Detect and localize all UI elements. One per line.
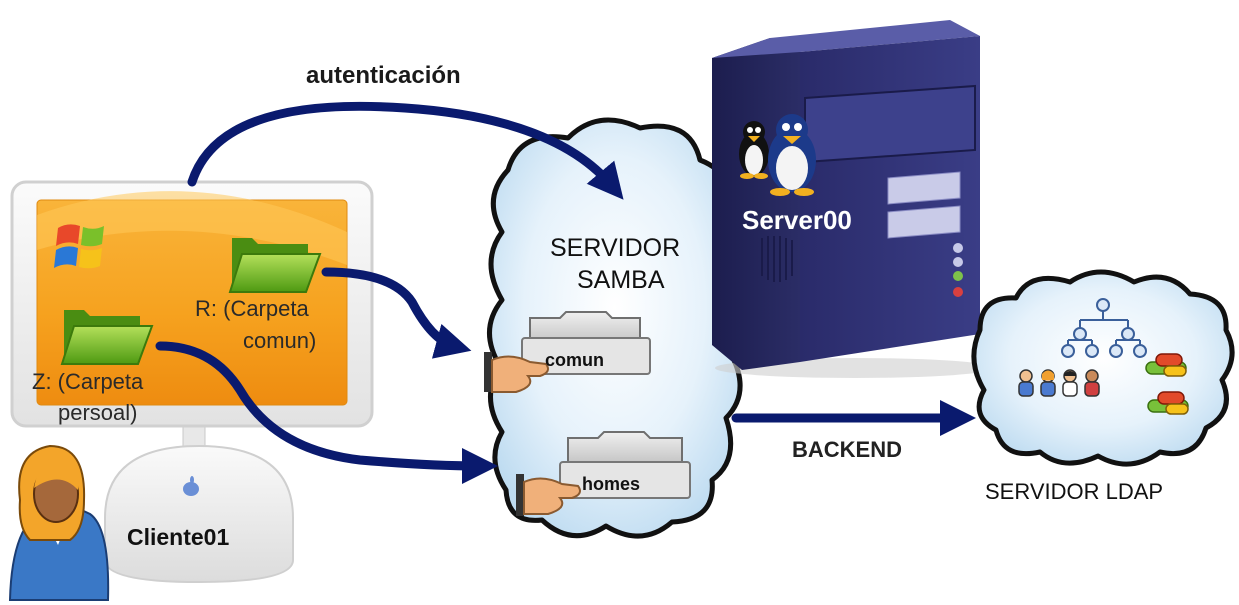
hand-share-icon [516, 474, 581, 516]
apple-logo-icon [183, 476, 199, 496]
server-name-label: Server00 [742, 205, 852, 235]
ldap-server-label: SERVIDOR LDAP [985, 479, 1164, 504]
share-homes [516, 431, 691, 516]
hand-share-icon [484, 352, 549, 393]
connection-arrows [155, 101, 976, 484]
share-z-label-line1: Z: (Carpeta [32, 369, 144, 394]
share-z-label-line2: persoal) [58, 400, 138, 425]
share-r-label-line1: R: (Carpeta [195, 296, 309, 321]
share-r-label-line2: comun) [243, 328, 317, 353]
arrow-comun [321, 267, 472, 359]
client-name-label: Cliente01 [127, 524, 230, 550]
backend-label: BACKEND [792, 437, 902, 462]
user-icon [8, 444, 110, 601]
ldap-cloud [971, 269, 1235, 467]
share-comun [484, 311, 651, 393]
tree-hierarchy-icon [1061, 298, 1147, 358]
linux-penguin-icon [768, 114, 816, 196]
arrow-homes [155, 341, 498, 484]
group-icon [1018, 369, 1100, 397]
monitor-base [104, 417, 294, 584]
server-tower [712, 20, 995, 378]
group-icon [1145, 353, 1189, 415]
share-homes-label: homes [582, 474, 641, 494]
windows-logo-icon [54, 224, 104, 269]
folder-icon [60, 310, 154, 365]
share-comun-label: comun [545, 350, 605, 370]
folder-icon [228, 238, 322, 293]
linux-penguin-icon [739, 121, 769, 179]
samba-server-label-line1: SERVIDOR [550, 234, 681, 262]
samba-server-label-line2: SAMBA [577, 266, 665, 294]
authentication-label: autenticación [306, 62, 461, 89]
client-computer [10, 180, 374, 584]
arrow-authentication [187, 101, 624, 200]
